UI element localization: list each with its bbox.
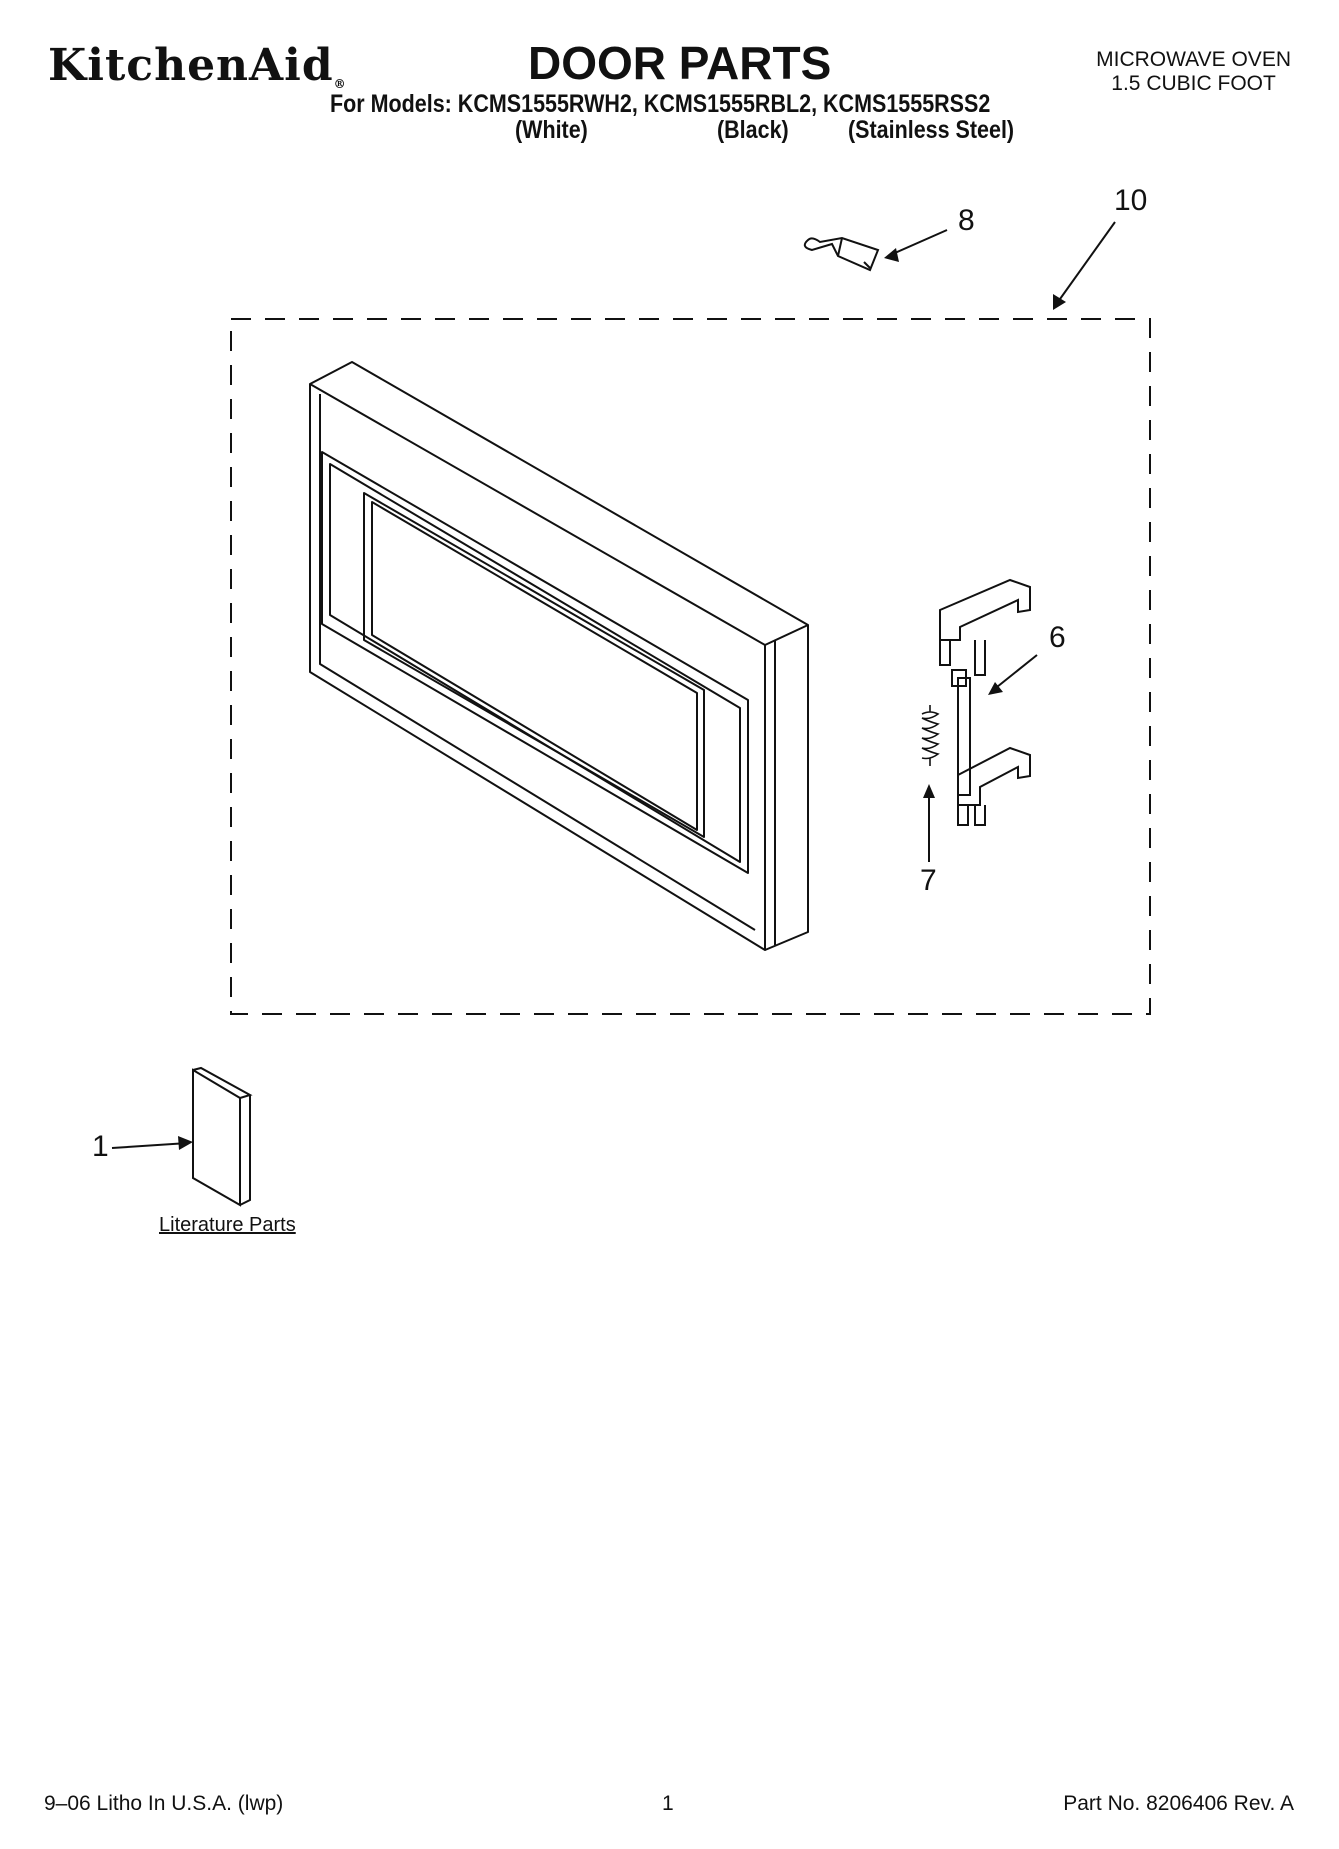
- arrowhead-7: [923, 784, 935, 798]
- variant-black: (Black): [717, 116, 789, 144]
- leader-line-6: [991, 654, 1038, 692]
- footer-part-number: Part No. 8206406 Rev. A: [1063, 1792, 1294, 1815]
- leader-line-10: [1054, 221, 1116, 307]
- callout-6: 6: [1049, 621, 1066, 654]
- product-description: MICROWAVE OVEN 1.5 CUBIC FOOT: [1096, 48, 1291, 96]
- brand-name: KitchenAid: [48, 40, 334, 91]
- arrowhead-10: [1053, 294, 1066, 310]
- leader-line-8: [887, 229, 948, 257]
- callout-10: 10: [1114, 184, 1148, 217]
- brand-logo: KitchenAid®: [48, 40, 347, 91]
- door-frame: [309, 361, 809, 951]
- variant-white: (White): [515, 116, 588, 144]
- variant-stainless: (Stainless Steel): [848, 116, 1015, 144]
- product-line-2: 1.5 CUBIC FOOT: [1111, 72, 1276, 95]
- bracket-part-8: [803, 236, 880, 272]
- product-line-1: MICROWAVE OVEN: [1096, 48, 1291, 71]
- footer-page-number: 1: [662, 1792, 674, 1815]
- arrowhead-8: [884, 248, 899, 262]
- models-line: For Models: KCMS1555RWH2, KCMS1555RBL2, …: [330, 90, 991, 118]
- brand-registered-mark: ®: [333, 77, 347, 91]
- footer-litho: 9–06 Litho In U.S.A. (lwp): [44, 1792, 284, 1815]
- door-assembly-boundary: [230, 318, 1151, 1015]
- callout-8: 8: [958, 204, 975, 237]
- literature-parts-label: Literature Parts: [159, 1214, 296, 1236]
- literature-booklet-part-1: [192, 1066, 253, 1207]
- arrowhead-6: [988, 682, 1003, 695]
- spring-part-7: [921, 705, 940, 766]
- callout-1: 1: [92, 1130, 109, 1163]
- leader-line-1: [111, 1142, 189, 1149]
- arrowhead-1: [178, 1136, 193, 1150]
- page-title: DOOR PARTS: [528, 37, 832, 89]
- latch-part-6: [939, 578, 1031, 826]
- callout-7: 7: [920, 864, 937, 897]
